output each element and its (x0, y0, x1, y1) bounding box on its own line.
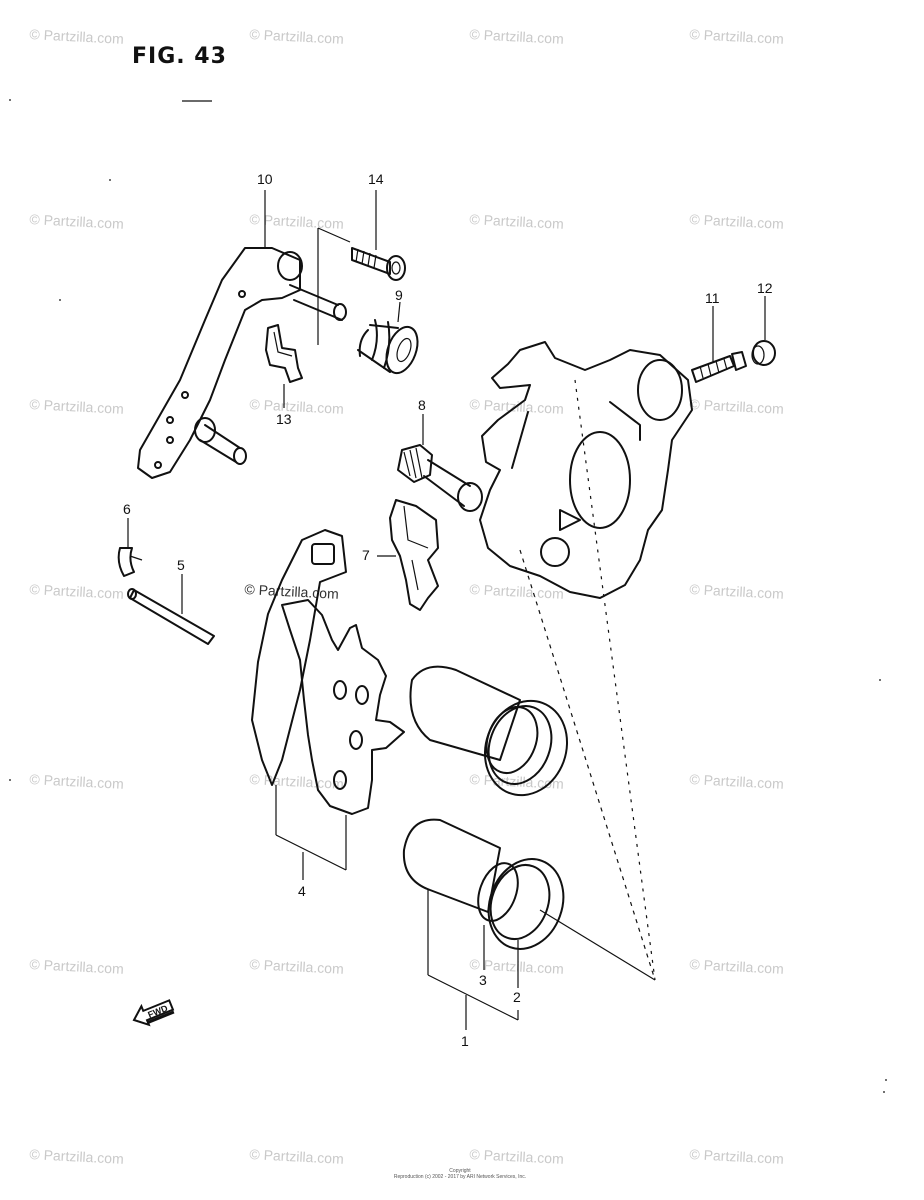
watermark-text: © Partzilla.com (29, 1146, 124, 1167)
callout-7: 7 (362, 547, 370, 563)
watermark-text: © Partzilla.com (469, 26, 564, 47)
watermark-text: © Partzilla.com (29, 771, 124, 792)
callout-4: 4 (298, 883, 306, 899)
watermark-layer: © Partzilla.com © Partzilla.com © Partzill… (29, 26, 784, 1167)
watermark-text: © Partzilla.com (469, 956, 564, 977)
part-7-pad-spring[interactable] (389, 499, 439, 611)
callout-11: 11 (705, 290, 720, 306)
watermark-text: © Partzilla.com (469, 1146, 564, 1167)
watermark-text: © Partzilla.com (249, 771, 344, 792)
part-6-clip[interactable] (117, 547, 143, 577)
callout-14: 14 (368, 171, 384, 187)
watermark-text: © Partzilla.com (689, 771, 784, 792)
reference-line-b (539, 909, 656, 981)
callout-9: 9 (395, 287, 403, 303)
copyright-note: Copyright Reproduction (c) 2002 - 2017 b… (380, 1168, 540, 1180)
watermark-text: © Partzilla.com (29, 211, 124, 232)
callout-2: 2 (513, 989, 521, 1005)
watermark-text-dark: © Partzilla.com (244, 581, 339, 602)
callout-3: 3 (479, 972, 487, 988)
margin-marks (9, 99, 887, 1093)
part-1-upper-piston[interactable] (409, 665, 580, 807)
watermark-text: © Partzilla.com (689, 396, 784, 417)
watermark-text: © Partzilla.com (689, 211, 784, 232)
callout-5: 5 (177, 557, 185, 573)
part-10-caliper-bracket[interactable] (137, 247, 347, 479)
watermark-text: © Partzilla.com (469, 771, 564, 792)
watermark-text: © Partzilla.com (249, 211, 344, 232)
callout-12: 12 (757, 280, 773, 296)
part-13-pad-spring[interactable] (265, 324, 303, 383)
figure-title: FIG. 43 (132, 44, 227, 69)
caliper-housing[interactable] (479, 341, 693, 599)
watermark-text: © Partzilla.com (689, 1146, 784, 1167)
watermark-text: © Partzilla.com (249, 396, 344, 417)
leader-lines (127, 190, 766, 1030)
watermark-text: © Partzilla.com (29, 581, 124, 602)
watermark-text: © Partzilla.com (29, 26, 124, 47)
callout-1: 1 (461, 1033, 469, 1049)
callout-10: 10 (257, 171, 273, 187)
part-8-slide-pin[interactable] (397, 444, 483, 512)
reference-line-c (574, 379, 656, 981)
part-14-bolt[interactable] (351, 247, 406, 281)
callout-6: 6 (123, 501, 131, 517)
watermark-text: © Partzilla.com (249, 26, 344, 47)
part-5-pad-pin[interactable] (127, 588, 215, 645)
watermark-text: © Partzilla.com (249, 956, 344, 977)
part-4-brake-pad-set[interactable] (251, 529, 405, 815)
watermark-text: © Partzilla.com (469, 581, 564, 602)
watermark-text: © Partzilla.com (29, 956, 124, 977)
fwd-arrow-icon: FWD (132, 999, 175, 1027)
watermark-text: © Partzilla.com (249, 1146, 344, 1167)
watermark-text: © Partzilla.com (29, 396, 124, 417)
watermark-text: © Partzilla.com (689, 956, 784, 977)
reference-line-a (519, 549, 656, 981)
callout-8: 8 (418, 397, 426, 413)
part-9-dust-boot[interactable] (357, 319, 423, 377)
watermark-text: © Partzilla.com (469, 211, 564, 232)
part-11-bleeder-valve[interactable] (691, 351, 747, 383)
copyright-line-1: Copyright (449, 1168, 471, 1174)
watermark-text: © Partzilla.com (689, 26, 784, 47)
part-12-bleeder-cap[interactable] (751, 340, 776, 366)
part-1-lower-piston[interactable] (402, 818, 576, 960)
callout-13: 13 (276, 411, 292, 427)
copyright-line-2: Reproduction (c) 2002 - 2017 by ARI Netw… (393, 1174, 527, 1180)
watermark-text: © Partzilla.com (689, 581, 784, 602)
